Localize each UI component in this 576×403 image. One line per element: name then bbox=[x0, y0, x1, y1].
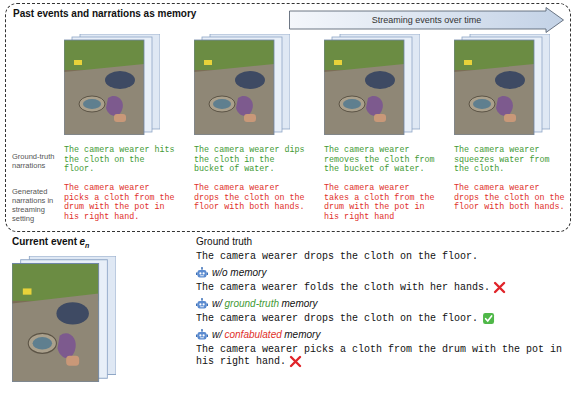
section-title: Current event bbox=[12, 236, 77, 247]
setting-label: memory bbox=[284, 329, 320, 340]
generated-narration: The camera wearer drops the cloth on the… bbox=[194, 184, 306, 213]
wrong-mark-cross bbox=[495, 283, 504, 292]
frame-stack bbox=[324, 34, 420, 135]
setting-label: w/ bbox=[212, 298, 222, 309]
row-heading: Ground truth bbox=[196, 236, 252, 248]
frame-stack bbox=[64, 34, 160, 135]
setting-label: memory bbox=[281, 298, 317, 309]
frame-stack bbox=[194, 34, 290, 135]
robot-icon bbox=[196, 329, 208, 340]
right-mark-box bbox=[483, 313, 494, 324]
node-text: Streaming events over time bbox=[372, 15, 482, 25]
robot-icon bbox=[196, 267, 208, 278]
generated-narration: The camera wearer picks a cloth from the… bbox=[64, 184, 176, 222]
event-subscript: n bbox=[85, 242, 89, 249]
generated-narration: The camera wearer drops the cloth on the… bbox=[454, 184, 566, 213]
event-symbol: e bbox=[80, 236, 86, 247]
gt-narration: The camera wearer removes the cloth from… bbox=[324, 146, 436, 175]
wrong-mark-cross bbox=[291, 357, 300, 366]
generated-narration: The camera wearer takes a cloth from the… bbox=[324, 184, 436, 222]
setting-label: w/ bbox=[212, 329, 222, 340]
gt-narration: The camera wearer squeezes water from th… bbox=[454, 146, 566, 175]
model-answer: The camera wearer folds the cloth with h… bbox=[196, 282, 568, 294]
gt-narration: The camera wearer dips the cloth in the … bbox=[194, 146, 306, 175]
setting-label: ground-truth bbox=[225, 298, 279, 309]
text-run: Current eventen bbox=[12, 236, 89, 252]
right-mark-tick bbox=[486, 316, 492, 321]
frame-stack bbox=[454, 34, 550, 135]
model-answer: The camera wearer picks a cloth from the… bbox=[196, 344, 568, 368]
stream-arrow: Streaming events over time bbox=[289, 7, 564, 33]
node-text: Past events and narrations as memory bbox=[13, 8, 196, 19]
arrow-outline bbox=[290, 8, 564, 33]
current-frame-stack bbox=[12, 256, 116, 382]
row-label: Generated narrations in streaming settin… bbox=[12, 187, 62, 223]
row-label: Ground-truth narrations bbox=[12, 152, 62, 170]
text-run: w/confabulatedmemory bbox=[212, 329, 320, 341]
gt-answer: The camera wearer drops the cloth on the… bbox=[196, 251, 568, 263]
wrong-mark bbox=[495, 283, 504, 292]
robot-icon bbox=[196, 298, 208, 309]
setting-label: confabulated bbox=[225, 329, 282, 340]
gt-narration: The camera wearer hits the cloth on the … bbox=[64, 146, 176, 175]
model-answer: The camera wearer drops the cloth on the… bbox=[196, 313, 568, 325]
wrong-mark bbox=[291, 357, 300, 366]
setting-label: w/o memory bbox=[212, 267, 266, 279]
right-mark bbox=[483, 313, 494, 324]
text-run: w/ground-truthmemory bbox=[212, 298, 318, 310]
